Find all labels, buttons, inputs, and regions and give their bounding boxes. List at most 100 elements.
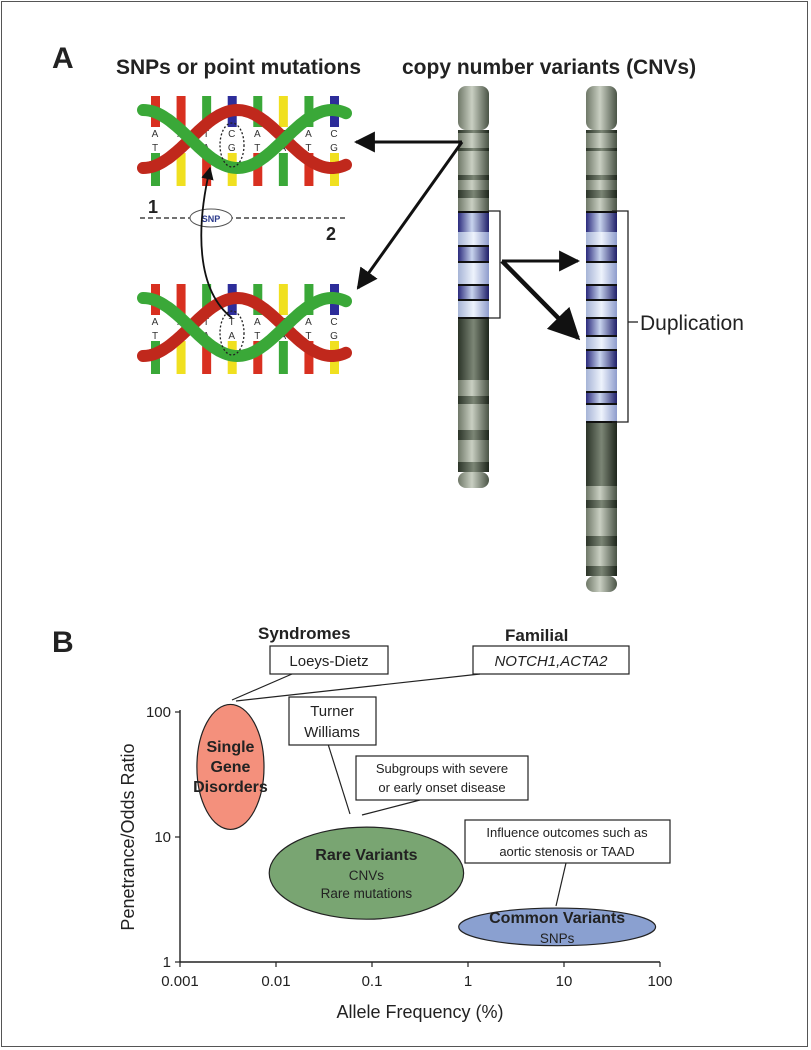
x-tick-label: 0.001 bbox=[161, 973, 199, 990]
chromosome-original-band bbox=[458, 246, 489, 262]
panel-a-letter: A bbox=[52, 42, 74, 75]
chromosome-duplicated bbox=[586, 86, 617, 592]
helix-bottom-pair-letter: T bbox=[152, 331, 158, 342]
chromosome-original-band bbox=[458, 86, 489, 130]
x-tick-label: 0.01 bbox=[261, 973, 290, 990]
familial-box bbox=[472, 645, 630, 675]
allele-2-label: 2 bbox=[326, 224, 336, 244]
subgroups-line-2: or early onset disease bbox=[378, 780, 505, 795]
chromosome-duplicated-band bbox=[586, 536, 617, 546]
chromosome-duplicated-band bbox=[586, 86, 617, 130]
chromosome-duplicated-band bbox=[586, 232, 617, 246]
chromosome-original-band bbox=[458, 462, 489, 472]
influence-box bbox=[464, 819, 671, 864]
snp-connector-arrow bbox=[200, 166, 233, 319]
bubble-0 bbox=[196, 703, 265, 831]
snp-badge-label: SNP bbox=[202, 214, 221, 224]
helix-bottom-base-bar bbox=[202, 284, 212, 315]
chromosome-original-band bbox=[458, 212, 489, 232]
bubble-sublabel: CNVs bbox=[349, 868, 385, 883]
chromosome-duplicated-band bbox=[586, 130, 617, 133]
snp-site-circle-top bbox=[219, 122, 245, 168]
chromosome-duplicated-band bbox=[586, 508, 617, 536]
influence-line-2: aortic stenosis or TAAD bbox=[499, 844, 634, 859]
y-axis-label: Penetrance/Odds Ratio bbox=[118, 743, 138, 930]
allele-1-label: 1 bbox=[148, 197, 158, 217]
helix-top-backbone-red bbox=[137, 103, 352, 174]
chromosome-duplicated-band bbox=[586, 190, 617, 198]
helix-bottom-base-bar bbox=[202, 341, 212, 374]
bubble-1 bbox=[268, 826, 465, 920]
snp-badge bbox=[189, 208, 233, 228]
snp-title: SNPs or point mutations bbox=[116, 56, 361, 79]
bubble-sublabel: Rare mutations bbox=[321, 886, 413, 901]
helix-top-base-bar bbox=[278, 96, 288, 127]
chromosome-duplicated-band bbox=[586, 198, 617, 212]
x-tick-label: 0.1 bbox=[362, 973, 383, 990]
helix-bottom-pair-letter: T bbox=[305, 331, 311, 342]
helix-bottom-backbone-green bbox=[137, 292, 352, 363]
helix-bottom-base-letter: A bbox=[305, 317, 312, 328]
duplication-label: Duplication bbox=[640, 312, 744, 335]
helix-top-base-letter: A bbox=[305, 129, 312, 140]
helix-top-base-bar bbox=[253, 153, 263, 186]
helix-top-base-bar bbox=[176, 153, 186, 186]
helix-bottom-base-bar bbox=[304, 341, 314, 374]
subgroups-line-1: Subgroups with severe bbox=[376, 761, 508, 776]
helix-top-base-letter: A bbox=[152, 129, 159, 140]
helix-bottom-base-letter: T bbox=[229, 317, 235, 328]
influence-line-1: Influence outcomes such as bbox=[486, 825, 648, 840]
bubble-label: Single bbox=[206, 739, 254, 756]
chromosome-duplicated-band bbox=[586, 336, 617, 350]
helix-top-pair-letter: T bbox=[152, 143, 158, 154]
helix-top-pair-letter: T bbox=[305, 143, 311, 154]
chromosome-original-band bbox=[458, 440, 489, 462]
helix-bottom-base-letter: T bbox=[203, 317, 209, 328]
subgroups-connector bbox=[361, 799, 421, 816]
duplication-bracket bbox=[612, 210, 629, 423]
panel-b-letter: B bbox=[52, 626, 74, 659]
chromosome-original-band bbox=[458, 151, 489, 175]
chromosome-original-band bbox=[458, 198, 489, 212]
helix-bottom-pair-letter: T bbox=[254, 331, 260, 342]
helix-bottom-pair-letter: A bbox=[228, 331, 235, 342]
helix-top-base-bar bbox=[304, 153, 314, 186]
chromosome-original-band bbox=[458, 148, 489, 151]
syndromes-box bbox=[269, 645, 389, 675]
y-tick-label: 1 bbox=[163, 954, 171, 971]
chromosome-original-band bbox=[458, 404, 489, 430]
chromosome-duplicated-band bbox=[586, 151, 617, 175]
bubble-2 bbox=[458, 907, 657, 947]
chromosome-duplicated-band bbox=[586, 546, 617, 566]
chromosome-original-band bbox=[458, 350, 489, 380]
turner-connector bbox=[327, 743, 351, 815]
bubble-label: Rare Variants bbox=[315, 847, 417, 864]
helix-bottom-base-bar bbox=[278, 341, 288, 374]
chromosome-duplicated-band bbox=[586, 392, 617, 404]
influence-connector bbox=[555, 862, 567, 907]
chromosome-original-band bbox=[458, 130, 489, 133]
helix-top-base-letter: C bbox=[330, 129, 337, 140]
chromosome-duplicated-band bbox=[586, 500, 617, 508]
helix-top-base-bar bbox=[278, 153, 288, 186]
chromosome-duplicated-band bbox=[586, 566, 617, 576]
chromosome-duplicated-band bbox=[586, 148, 617, 151]
chromosome-duplicated-band bbox=[586, 318, 617, 336]
chromosome-duplicated-band bbox=[586, 246, 617, 262]
bubble-label: Common Variants bbox=[489, 910, 625, 927]
helix-top-pair-letter: G bbox=[330, 143, 338, 154]
helix-top-pair-letter: T bbox=[254, 143, 260, 154]
helix-top-base-letter: C bbox=[228, 129, 235, 140]
chromosome-duplicated-band bbox=[586, 212, 617, 232]
y-tick-label: 100 bbox=[146, 704, 171, 721]
helix-top-base-letter: T bbox=[203, 129, 209, 140]
chromosome-duplicated-band bbox=[586, 180, 617, 190]
chromosome-original-band bbox=[458, 133, 489, 148]
snp-site-circle-bottom bbox=[219, 310, 245, 356]
helix-top-backbone-green bbox=[137, 104, 352, 175]
helix-bottom-backbone-red bbox=[137, 291, 352, 362]
